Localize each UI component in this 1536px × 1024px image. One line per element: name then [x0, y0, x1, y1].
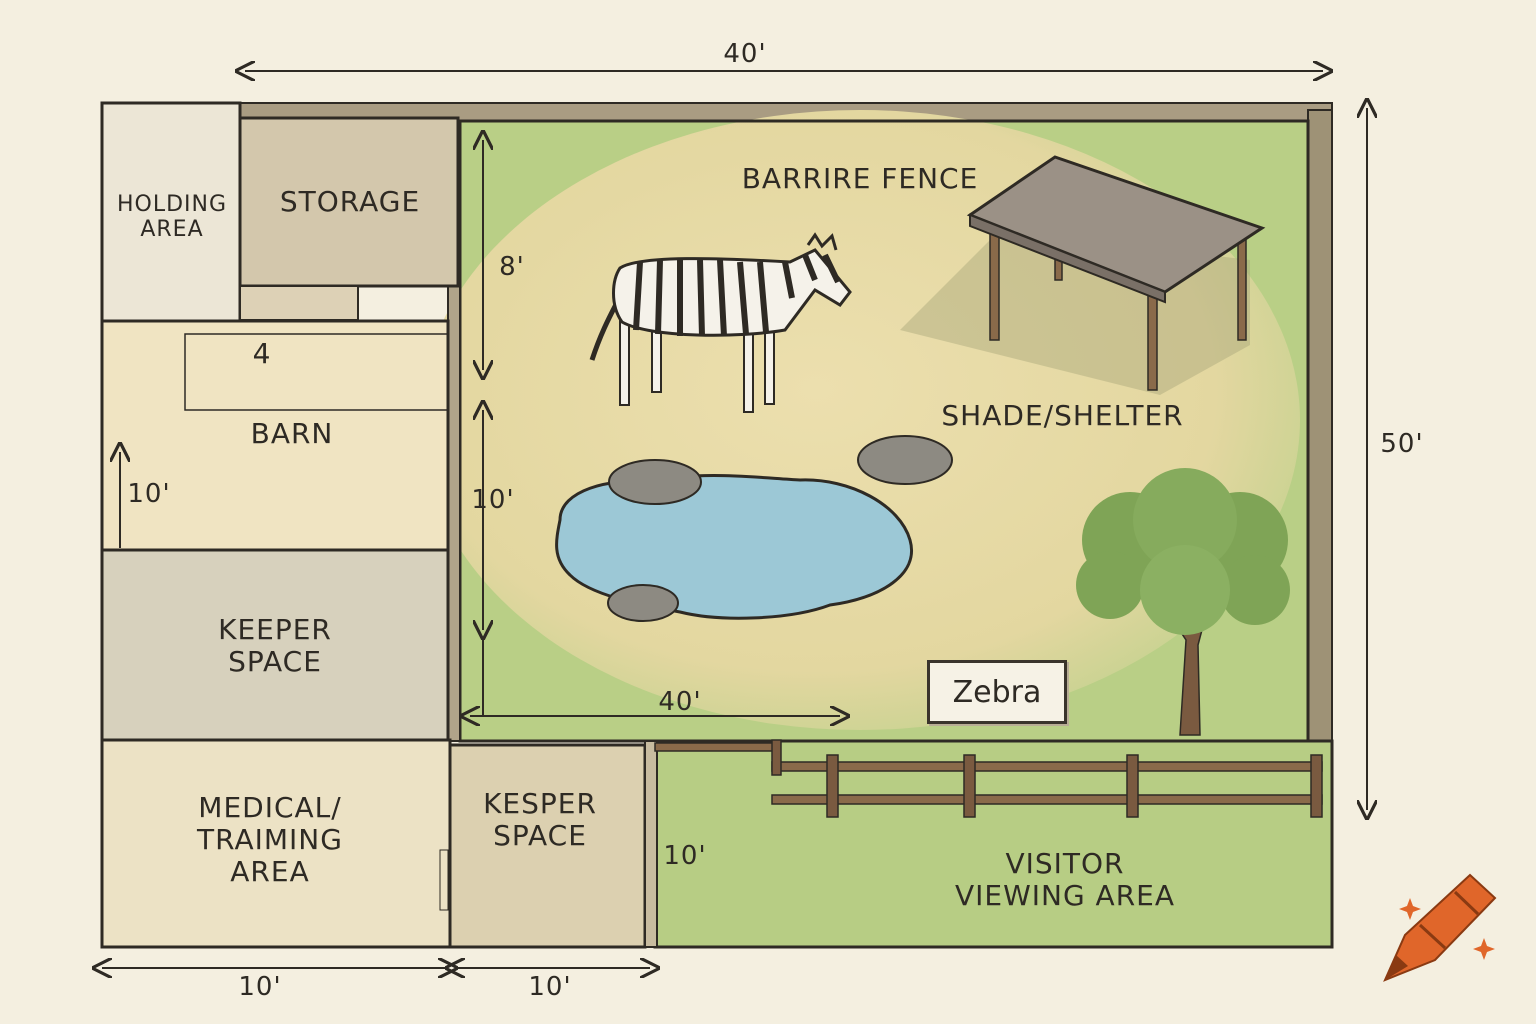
tree-icon [1076, 468, 1290, 736]
rock-icon [857, 435, 953, 485]
inner-lower-dim: 10' [471, 485, 515, 515]
barn-height-dim: 10' [127, 479, 171, 509]
inner-upper-dim: 8' [499, 252, 525, 282]
top-width-dim: 40' [723, 39, 767, 69]
shade-shelter-label: SHADE/SHELTER [941, 399, 1184, 432]
right-wall [1307, 109, 1333, 821]
storage-step [239, 285, 359, 321]
barrier-fence-label: BARRIRE FENCE [741, 162, 979, 195]
right-height-dim: 50' [1380, 429, 1424, 459]
holding-area-room [100, 101, 242, 323]
medical-door [439, 849, 449, 911]
zebra-sign: Zebra [927, 660, 1067, 724]
storage-room [238, 116, 460, 288]
barn-number-label: 4 [252, 337, 272, 370]
zebra-icon [589, 232, 852, 413]
barn-stall [184, 333, 449, 411]
visitor-area [653, 739, 1334, 949]
wooden-fence [654, 739, 1323, 818]
inner-horizontal-dim: 40' [658, 687, 702, 717]
kesper-space-room [448, 743, 647, 949]
kesper-divider [644, 740, 658, 948]
bottom-mid-dim: 10' [528, 972, 572, 1002]
rock-icon [608, 459, 702, 505]
dimension-lines [102, 71, 1367, 968]
keeper-space-room [100, 548, 450, 742]
medical-training-room [100, 738, 452, 949]
shelter-icon [900, 155, 1266, 395]
visitor-height-dim: 10' [663, 841, 707, 871]
storage-label: STORAGE [279, 185, 421, 218]
bottom-left-dim: 10' [238, 972, 282, 1002]
barn-label: BARN [250, 417, 334, 450]
rock-icon [607, 584, 679, 622]
crayon-logo-icon [1383, 873, 1497, 982]
